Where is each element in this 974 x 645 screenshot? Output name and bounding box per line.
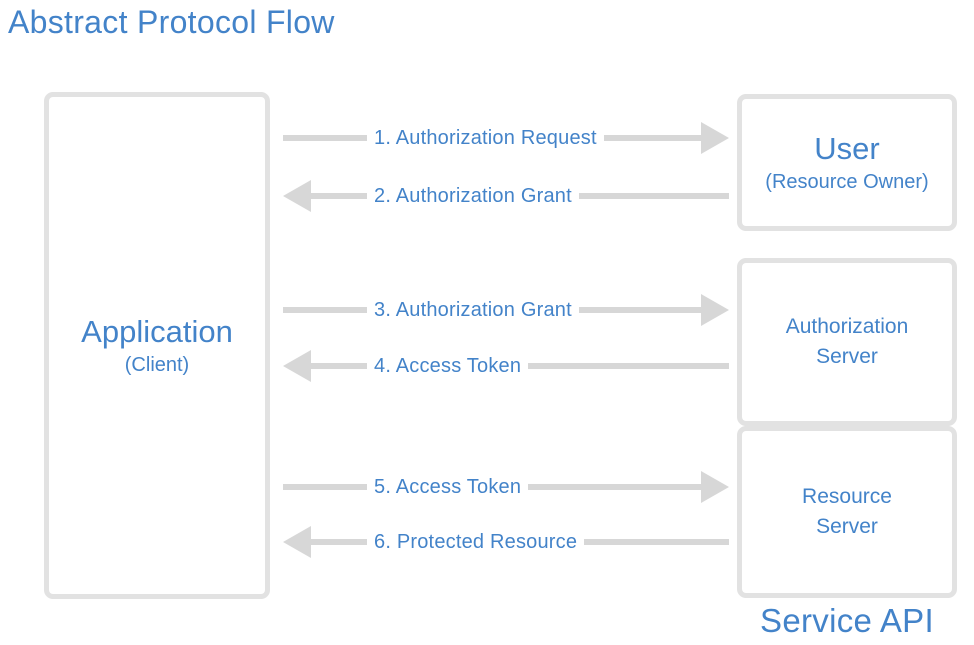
flow-step-label: 4. Access Token bbox=[374, 354, 522, 377]
arrow-right-icon bbox=[701, 471, 729, 503]
application-label: Application bbox=[81, 314, 233, 350]
arrow-line bbox=[578, 307, 701, 313]
flow-arrow-protected-resource: 6. Protected Resource bbox=[283, 525, 729, 559]
node-resource-server: Resource Server bbox=[737, 426, 957, 598]
arrow-line bbox=[283, 135, 367, 141]
arrow-line bbox=[528, 363, 729, 369]
arrow-left-icon bbox=[283, 350, 311, 382]
arrow-line bbox=[311, 193, 367, 199]
arrow-left-icon bbox=[283, 526, 311, 558]
arrow-line bbox=[283, 484, 367, 490]
arrow-line bbox=[311, 363, 367, 369]
flow-arrow-authorization-request: 1. Authorization Request bbox=[283, 121, 729, 155]
flow-arrow-access-token: 5. Access Token bbox=[283, 470, 729, 504]
flow-arrow-access-token-back: 4. Access Token bbox=[283, 349, 729, 383]
resource-server-label: Resource Server bbox=[802, 484, 892, 538]
flow-step-label: 5. Access Token bbox=[374, 475, 522, 498]
arrow-line bbox=[584, 539, 729, 545]
authorization-server-label: Authorization Server bbox=[785, 314, 909, 368]
page-title: Abstract Protocol Flow bbox=[8, 4, 335, 40]
flow-step-label: 2. Authorization Grant bbox=[374, 184, 572, 207]
flow-step-label: 6. Protected Resource bbox=[374, 530, 578, 553]
service-api-label: Service API bbox=[760, 602, 934, 639]
arrow-line bbox=[578, 193, 729, 199]
flow-step-label: 3. Authorization Grant bbox=[374, 298, 572, 321]
arrow-left-icon bbox=[283, 180, 311, 212]
node-application: Application (Client) bbox=[44, 92, 270, 599]
user-sublabel: (Resource Owner) bbox=[765, 170, 929, 193]
application-sublabel: (Client) bbox=[124, 353, 190, 376]
user-label: User bbox=[814, 131, 880, 167]
node-authorization-server: Authorization Server bbox=[737, 258, 957, 426]
arrow-line bbox=[311, 539, 367, 545]
arrow-right-icon bbox=[701, 294, 729, 326]
arrow-line bbox=[528, 484, 701, 490]
arrow-line bbox=[603, 135, 701, 141]
flow-arrow-authorization-grant: 3. Authorization Grant bbox=[283, 293, 729, 327]
node-user: User (Resource Owner) bbox=[737, 94, 957, 231]
arrow-line bbox=[283, 307, 367, 313]
flow-step-label: 1. Authorization Request bbox=[374, 126, 597, 149]
arrow-right-icon bbox=[701, 122, 729, 154]
flow-arrow-authorization-grant-back: 2. Authorization Grant bbox=[283, 179, 729, 213]
